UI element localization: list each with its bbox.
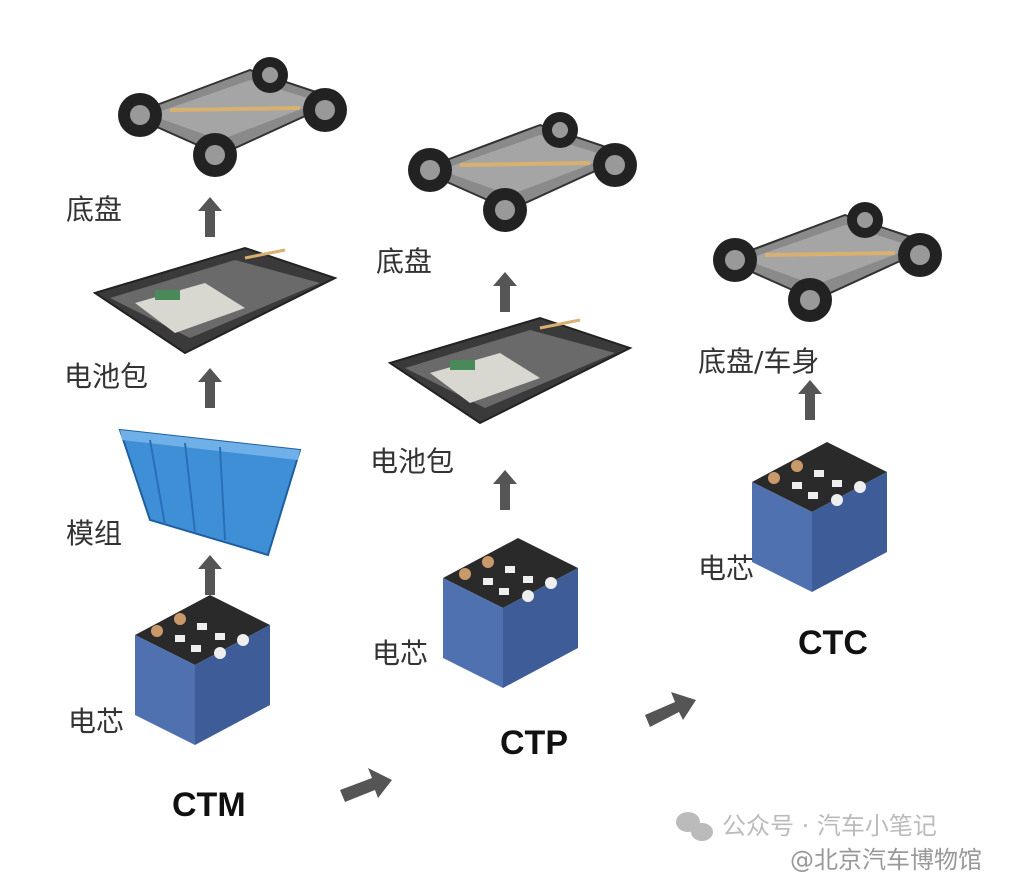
ctc-label-cell: 电芯 — [698, 552, 755, 585]
ctp-label-battery-pack: 电池包 — [370, 445, 455, 478]
up-arrow-icon — [493, 470, 517, 510]
ctp-battery-pack-image — [388, 316, 632, 425]
ctp-chassis-image — [406, 110, 639, 234]
up-arrow-icon — [198, 197, 222, 237]
ctm-module-image — [118, 428, 302, 557]
ctc-title: CTC — [798, 624, 868, 662]
ctc-chassis-image — [711, 200, 944, 324]
ctm-label-chassis: 底盘 — [66, 193, 123, 226]
ctm-chassis-image — [116, 55, 349, 179]
ctc-label-chassis-body: 底盘/车身 — [698, 345, 820, 378]
ctm-battery-pack-image — [93, 246, 337, 355]
ctm-label-battery-pack: 电池包 — [64, 360, 149, 393]
ctp-label-cell: 电芯 — [372, 637, 429, 670]
up-arrow-icon — [493, 272, 517, 312]
ctm-title: CTM — [172, 786, 246, 824]
wechat-icon — [676, 812, 713, 841]
transition-arrow-icon — [645, 692, 696, 727]
ctp-cell-image — [443, 538, 578, 688]
up-arrow-icon — [198, 555, 222, 595]
up-arrow-icon — [198, 368, 222, 408]
transition-arrow-icon — [340, 768, 392, 802]
ctp-title: CTP — [500, 724, 568, 762]
ctc-cell-image — [752, 442, 887, 592]
ctp-label-chassis: 底盘 — [376, 245, 433, 278]
ctm-label-module: 模组 — [66, 517, 123, 550]
up-arrow-icon — [798, 380, 822, 420]
ctm-cell-image — [135, 595, 270, 745]
ctm-label-cell: 电芯 — [68, 705, 125, 738]
watermark-wechat: 公众号 · 汽车小笔记 — [722, 812, 937, 840]
watermark-baidu: @北京汽车博物馆 — [790, 846, 982, 874]
